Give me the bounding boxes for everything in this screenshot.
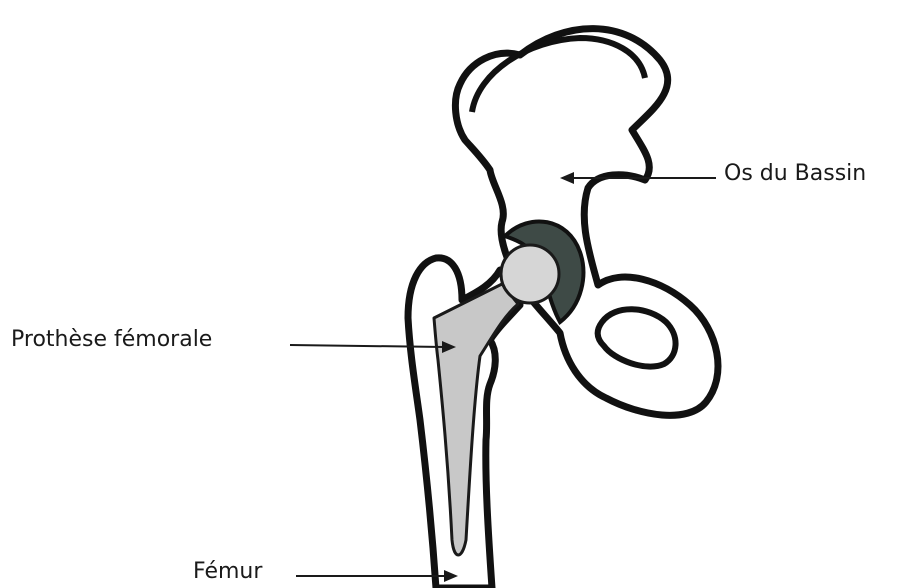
femur-label: Fémur xyxy=(193,561,262,583)
prosthetic-head xyxy=(501,245,559,303)
prosthesis-label: Prothèse fémorale xyxy=(11,329,212,351)
pelvis-label: Os du Bassin xyxy=(724,163,866,185)
